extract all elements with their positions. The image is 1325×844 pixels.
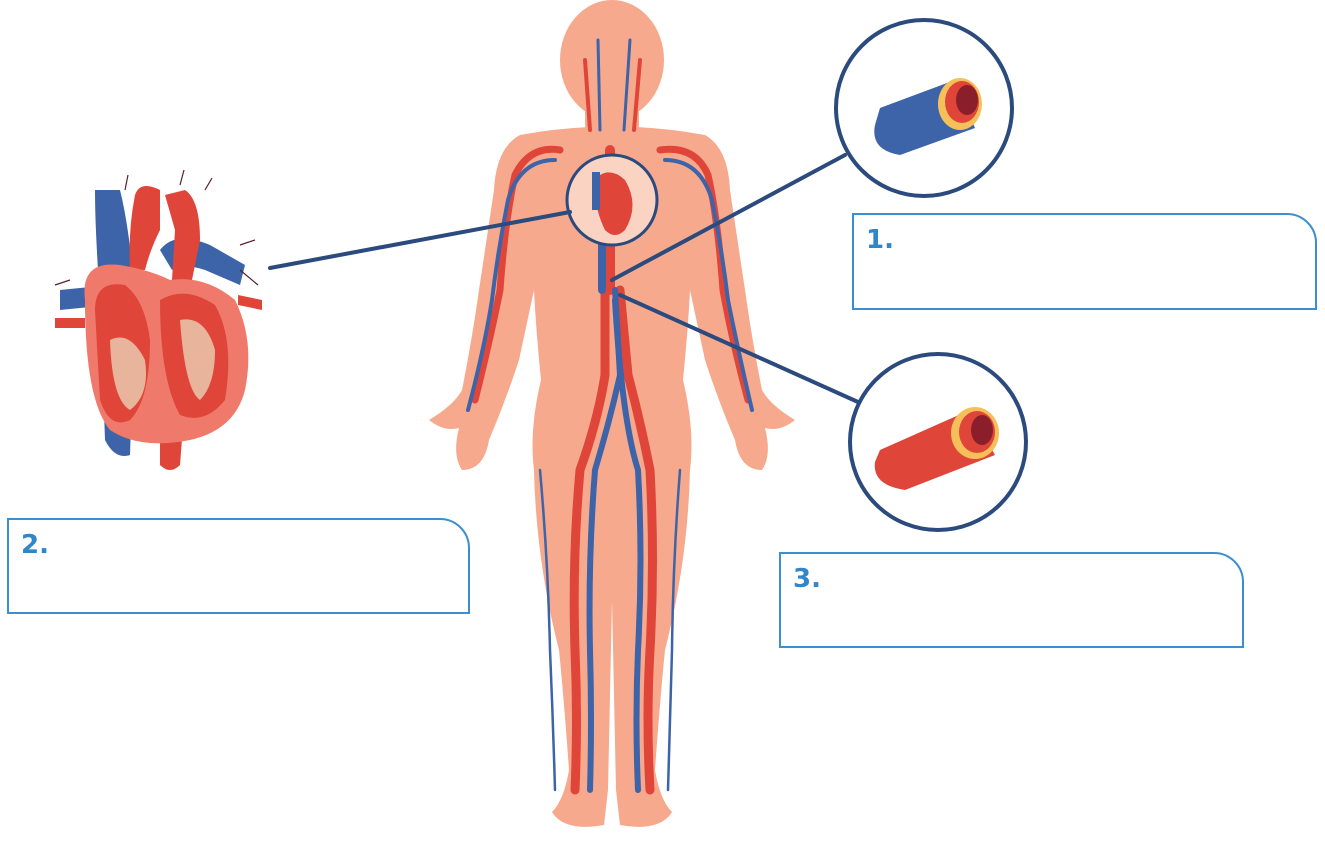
label-number-1: 1. — [866, 225, 894, 255]
artery-cross-section-icon — [850, 354, 1026, 530]
heart-icon — [55, 170, 262, 470]
human-body-figure — [429, 0, 795, 827]
vein-cross-section-icon — [836, 20, 1012, 196]
answer-area-1[interactable] — [909, 227, 1295, 298]
label-box-1: 1. — [852, 213, 1317, 310]
label-box-2: 2. — [7, 518, 470, 614]
answer-area-3[interactable] — [836, 566, 1222, 636]
label-number-3: 3. — [793, 564, 821, 594]
answer-area-2[interactable] — [64, 532, 448, 602]
label-box-3: 3. — [779, 552, 1244, 648]
label-number-2: 2. — [21, 530, 49, 560]
